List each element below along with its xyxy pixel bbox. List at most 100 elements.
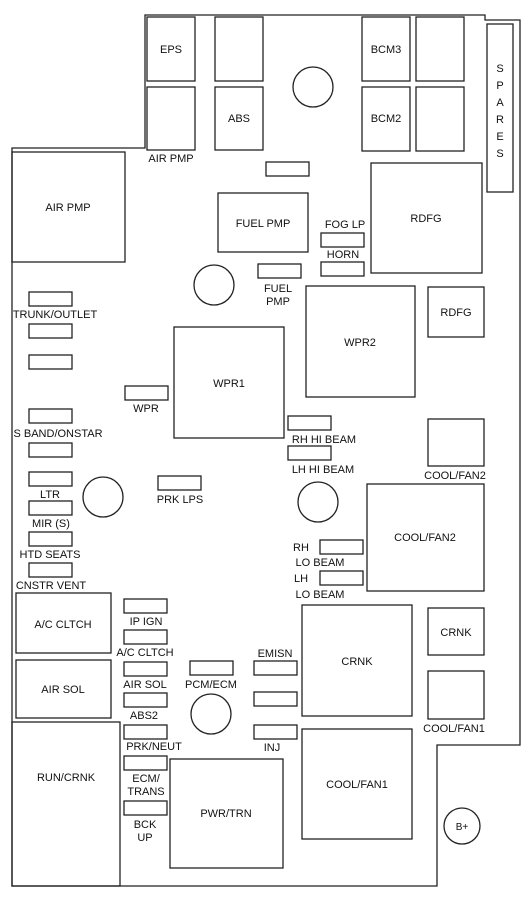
relay-top-right-blank[interactable] (415, 16, 465, 82)
fuse-ip-ign[interactable] (123, 598, 168, 614)
relay-abs-label: ABS (228, 113, 250, 125)
relay-eps-label: EPS (160, 44, 182, 56)
fuse-lh-hi-beam[interactable] (287, 445, 332, 461)
fuse-top-blank[interactable] (265, 161, 310, 177)
fuse-left-blank-1[interactable] (28, 323, 73, 339)
label-fuel-pmp-2: PMP (266, 296, 290, 308)
spares-letter-5: E (496, 131, 503, 143)
relay-cool-fan1-large-label: COOL/FAN1 (326, 779, 388, 791)
fuse-fuel-pmp[interactable] (257, 263, 302, 279)
label-abs2: ABS2 (130, 710, 158, 722)
b-plus-terminal[interactable] (443, 807, 481, 845)
relay-cool-fan1-large[interactable] (301, 728, 413, 840)
fuse-wpr[interactable] (124, 385, 169, 401)
fuse-rh-lo-beam[interactable] (319, 539, 364, 555)
label-horn: HORN (327, 249, 359, 261)
fuse-fog-lp[interactable] (320, 232, 365, 248)
relay-cool-fan2-small[interactable] (427, 418, 485, 467)
fuse-lh-lo-beam[interactable] (319, 570, 364, 586)
relay-wpr2-label: WPR2 (344, 337, 376, 349)
relay-air-pmp-top[interactable] (146, 86, 196, 151)
relay-bcm2[interactable] (361, 86, 411, 152)
relay-fuel-pmp[interactable] (217, 192, 309, 253)
relay-air-pmp-label: AIR PMP (45, 202, 90, 214)
relay-run-crnk-label: RUN/CRNK (37, 772, 96, 784)
relay-a-c-cltch-label: A/C CLTCH (34, 619, 91, 631)
fuse-mir-s[interactable] (28, 500, 73, 516)
label-lo-beam-1: LO BEAM (296, 557, 345, 569)
relay-top-blank[interactable] (214, 16, 264, 82)
fuse-cnstr-vent[interactable] (28, 562, 73, 578)
fuse-left-blank-2[interactable] (28, 354, 73, 370)
mounting-hole-3 (297, 481, 339, 523)
label-lh: LH (294, 573, 308, 585)
label-fog-lp: FOG LP (325, 219, 365, 231)
fuse-rh-hi-beam[interactable] (287, 415, 332, 431)
relay-fuel-pmp-label: FUEL PMP (236, 218, 291, 230)
label-htd-seats: HTD SEATS (20, 549, 81, 561)
spares-strip (486, 23, 514, 193)
label-rh: RH (293, 542, 309, 554)
fuse-prk-neut[interactable] (123, 724, 168, 740)
relay-cool-fan1-small[interactable] (427, 670, 485, 720)
label-fuel-pmp-1: FUEL (264, 283, 292, 295)
label-ecm-trans-2: TRANS (127, 786, 164, 798)
label-inj: INJ (264, 742, 281, 754)
fuse-bck-up[interactable] (123, 800, 168, 816)
label-cool-fan1: COOL/FAN1 (423, 723, 485, 735)
fuse-air-sol[interactable] (123, 661, 168, 677)
fuse-emisn[interactable] (253, 660, 298, 676)
relay-air-sol[interactable] (15, 659, 112, 719)
mounting-hole-2 (82, 476, 124, 518)
fuse-abs2[interactable] (123, 692, 168, 708)
label-cool-fan2: COOL/FAN2 (424, 470, 486, 482)
mounting-hole-top (292, 66, 334, 108)
fuse-s-band-onstar[interactable] (28, 408, 73, 424)
fuse-inj[interactable] (253, 724, 298, 740)
relay-crnk-large-label: CRNK (341, 656, 373, 668)
relay-crnk-large[interactable] (301, 604, 413, 717)
relay-pwr-trn[interactable] (169, 758, 284, 869)
fuse-left-blank-3[interactable] (28, 442, 73, 458)
label-rh-hi-beam: RH HI BEAM (292, 434, 356, 446)
relay-a-c-cltch[interactable] (15, 592, 112, 654)
label-lo-beam-2: LO BEAM (296, 589, 345, 601)
relay-air-pmp[interactable] (11, 151, 126, 263)
relay-cool-fan2-large-label: COOL/FAN2 (394, 532, 456, 544)
relay-right-blank-2[interactable] (415, 86, 465, 152)
spares-letter-2: P (496, 80, 503, 92)
label-ltr: LTR (40, 489, 60, 501)
relay-wpr2[interactable] (305, 285, 416, 398)
label-trunk-outlet: TRUNK/OUTLET (13, 309, 98, 321)
fuse-right-blank[interactable] (253, 691, 298, 707)
label-emisn: EMISN (258, 648, 293, 660)
fuse-ltr[interactable] (28, 471, 73, 487)
relay-bcm2-label: BCM2 (371, 113, 402, 125)
relay-cool-fan2-large[interactable] (366, 483, 485, 592)
relay-rdfg-small[interactable] (427, 286, 485, 338)
relay-air-sol-label: AIR SOL (41, 684, 84, 696)
fuse-trunk-outlet[interactable] (28, 291, 73, 307)
relay-rdfg-large[interactable] (370, 162, 483, 274)
relay-run-crnk[interactable] (11, 721, 121, 887)
relay-wpr1-label: WPR1 (213, 378, 245, 390)
label-bck-up-2: UP (137, 832, 152, 844)
fuse-prk-lps[interactable] (157, 475, 202, 491)
label-air-pmp: AIR PMP (148, 153, 193, 165)
label-wpr: WPR (133, 403, 159, 415)
label-lh-hi-beam: LH HI BEAM (292, 464, 354, 476)
fuse-horn[interactable] (320, 261, 365, 277)
label-prk-lps: PRK LPS (157, 494, 203, 506)
label-s-band-onstar: S BAND/ONSTAR (13, 428, 102, 440)
relay-eps[interactable] (146, 16, 196, 82)
relay-abs[interactable] (214, 86, 264, 151)
fuse-pcm-ecm[interactable] (189, 660, 234, 676)
relay-wpr1[interactable] (173, 326, 285, 439)
fuse-htd-seats[interactable] (28, 531, 73, 547)
fuse-a-c-cltch[interactable] (123, 629, 168, 645)
fuse-ecm-trans[interactable] (123, 755, 168, 771)
label-air-sol: AIR SOL (123, 679, 166, 691)
relay-bcm3[interactable] (361, 16, 411, 82)
relay-crnk-small[interactable] (427, 607, 485, 656)
